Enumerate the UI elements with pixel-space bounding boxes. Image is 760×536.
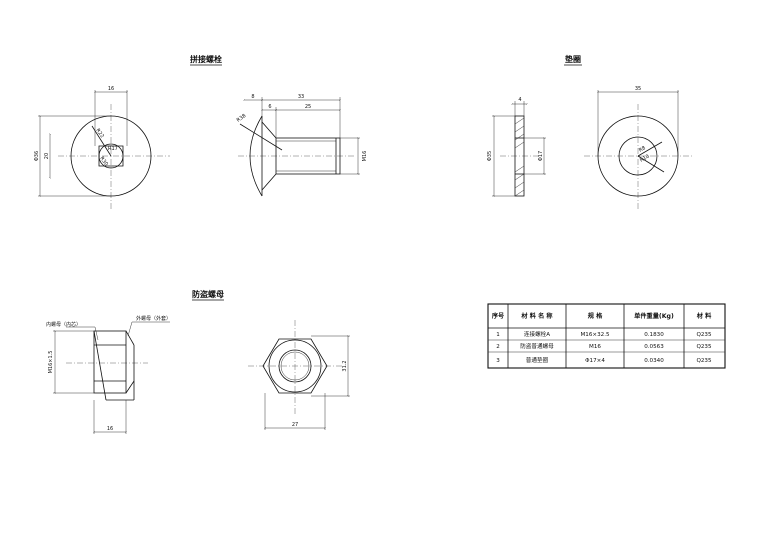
dim-bolt-phi36: Φ36 [34,151,40,161]
dim-washer-4: 4 [518,97,521,103]
table-cell: 0.0563 [644,344,664,350]
dim-bolt-r38: R38 [236,113,248,124]
dim-bolt-6: 6 [268,104,271,110]
dim-bolt-r17: R17 [108,146,118,152]
table-header-cell: 规 格 [588,312,603,320]
dim-bolt-20: 20 [44,153,50,159]
dim-nut-m16x1.5: M16×1.5 [48,351,54,374]
table-row: 3 普通垫圈 Φ17×4 0.0340 Q235 [496,356,712,364]
nut-side-view [53,321,170,434]
bolt-title: 拼接螺栓 [190,54,222,66]
table-cell: 0.1830 [644,332,664,338]
svg-text:防盗螺母: 防盗螺母 [192,289,224,299]
label-inner-nut: 内螺母（内芯） [46,321,81,328]
dim-bolt-8: 8 [251,94,254,100]
svg-text:拼接螺栓: 拼接螺栓 [190,54,222,64]
dim-bolt-m16: M16 [362,151,368,162]
table-cell: 3 [496,358,500,364]
dim-nut-16: 16 [107,426,113,432]
table-cell: Φ17×4 [585,358,605,364]
table-cell: 0.0340 [644,358,664,364]
table-cell: Q235 [696,332,712,338]
table-header-cell: 单件重量(Kg) [634,312,674,320]
table-header-cell: 材 料 [696,312,712,320]
materials-table [487,303,726,369]
washer-side-view [492,101,546,197]
dim-washer-35: 35 [635,86,641,92]
table-cell: 连接螺栓A [524,330,550,338]
table-cell: 1 [496,332,500,338]
dim-washer-r10: R10 [639,154,651,164]
table-cell: 防盗普通螺母 [520,342,554,350]
table-header-cell: 序号 [491,312,504,320]
dim-bolt-33: 33 [298,94,304,100]
table-header-row: 序号 材 料 名 称 规 格 单件重量(Kg) 材 料 [491,312,712,320]
nut-title: 防盗螺母 [192,289,224,301]
washer-front-view [584,90,692,210]
table-cell: 2 [496,344,500,350]
table-cell: M16 [589,344,601,350]
dim-bolt-25: 25 [305,104,311,110]
nut-front-view [248,320,350,430]
table-header-cell: 材 料 名 称 [520,312,553,320]
table-cell: Q235 [696,358,712,364]
washer-title: 垫圈 [564,54,582,66]
label-outer-nut: 外螺母（外套） [136,315,171,322]
dim-washer-phi17: Φ17 [538,151,544,161]
table-cell: Q235 [696,344,712,350]
table-cell: M16×32.5 [580,332,610,338]
dim-bolt-r30: R30 [98,156,109,168]
dim-nut-31.2: 31.2 [342,360,348,371]
dim-washer-r8: R8 [638,145,647,154]
table-row: 1 连接螺栓A M16×32.5 0.1830 Q235 [496,330,712,338]
table-cell: 普通垫圈 [526,356,549,364]
dim-washer-phi35: Φ35 [487,151,493,161]
dim-bolt-r22: R22 [94,128,105,140]
svg-text:垫圈: 垫圈 [565,54,581,64]
dim-nut-27: 27 [292,422,298,428]
dim-bolt-16: 16 [108,86,114,92]
bolt-front-view [38,90,170,210]
bolt-side-view [238,97,360,197]
table-row: 2 防盗普通螺母 M16 0.0563 Q235 [496,342,712,350]
